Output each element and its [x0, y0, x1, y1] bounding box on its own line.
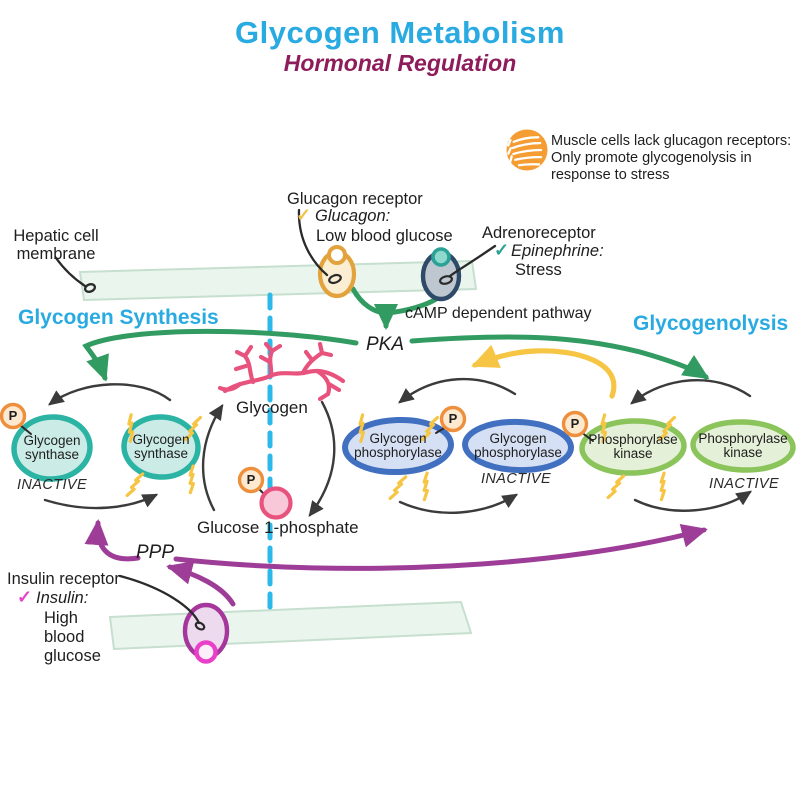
- camp-pathway-label: cAMP dependent pathway: [405, 305, 592, 322]
- adreno-label-line: [448, 244, 497, 278]
- phosphate-p-synthase: P: [8, 408, 18, 423]
- phosphate-p-kinase: P: [570, 416, 580, 431]
- glycogenolysis-heading: Glycogenolysis: [633, 312, 789, 335]
- ppp-label: PPP: [136, 542, 175, 563]
- phosphorylase-kinase-inactive-text: Phosphorylase kinase: [687, 432, 799, 460]
- insulin-hormone-label: Insulin:: [36, 589, 89, 607]
- muscle-note-line1: Muscle cells lack glucagon receptors:: [551, 133, 792, 149]
- kinase-line2: kinase: [613, 446, 653, 461]
- glycogen-structure: [217, 341, 346, 402]
- insulin-trigger-line2: blood: [44, 628, 85, 646]
- glucagon-label-line: [297, 208, 329, 277]
- insulin-checkmark-icon: ✓: [17, 587, 33, 607]
- glucagon-receptor-label: Glucagon receptor: [287, 190, 423, 208]
- synthase-inactive-label: INACTIVE: [17, 477, 88, 493]
- glycogen-synthase-inactive-text: Glycogen synthase: [12, 434, 92, 462]
- kinase-activation-arrow: [630, 379, 752, 405]
- synthase-activation-arrow: [43, 493, 159, 510]
- phosphate-p-g1p: P: [246, 472, 256, 487]
- phosphate-circle-g1p: [237, 466, 265, 494]
- kinase-inactivation-arrow: [633, 490, 752, 512]
- pka-to-kinase-arrow: [409, 334, 710, 380]
- hepatic-membrane-top: [78, 259, 478, 302]
- hepatic-label-line2: membrane: [16, 245, 96, 263]
- hepatic-label-line1: Hepatic cell: [13, 227, 99, 245]
- glucagon-hormone-label: Glucagon:: [315, 207, 391, 225]
- glycogen-label: Glycogen: [236, 398, 308, 417]
- hepatic-membrane-bottom: [108, 600, 473, 651]
- glycogen-synthesis-arrow: [201, 403, 224, 512]
- glucose-1-phosphate-circle: [259, 486, 293, 520]
- glycogen-phosphorylase-active-oval: [342, 416, 454, 476]
- insulin-trigger-line1: High: [44, 609, 78, 627]
- muscle-icon: [506, 129, 548, 171]
- insulin-trigger-label: High blood glucose: [44, 609, 101, 666]
- label-connectors: [54, 208, 497, 625]
- phosphorylase-kinase-inactive-oval: [690, 419, 796, 473]
- epinephrine-checkmark-icon: ✓: [494, 240, 510, 260]
- phosphorylase-inactive-label: INACTIVE: [481, 471, 552, 487]
- cycle-arrows: [43, 377, 752, 517]
- phosphorylase-kinase-active-oval: [579, 418, 687, 476]
- page-subtitle: Hormonal Regulation: [283, 50, 517, 76]
- adrenoreceptor-shape: [420, 247, 462, 302]
- glycogen-phosphorylase-active-text: Glycogen phosphorylase: [342, 432, 454, 460]
- glycogen-synthase-active-oval: [121, 414, 201, 480]
- kinase-to-phosphorylase-arrow: [471, 344, 617, 399]
- epinephrine-trigger-label: Stress: [515, 261, 562, 279]
- epinephrine-hormone-label: Epinephrine:: [511, 242, 604, 260]
- page-title: Glycogen Metabolism: [235, 15, 565, 50]
- pka-label: PKA: [366, 334, 405, 355]
- hepatic-membrane-label: Hepatic cell membrane: [8, 227, 104, 263]
- phosphate-circle-kinase: [561, 410, 589, 438]
- ppp-to-synthase-arrow: [84, 519, 141, 562]
- ppp-to-kinase-arrow: [173, 524, 708, 571]
- glycogen-synthesis-heading: Glycogen Synthesis: [18, 306, 219, 329]
- phosphorylase-inactivation-arrow: [398, 493, 519, 514]
- kinase-inactive-label: INACTIVE: [709, 476, 780, 492]
- phosphorylase-kinase-active-text: Phosphorylase kinase: [577, 433, 689, 461]
- synthase-inactivation-arrow: [48, 383, 172, 406]
- synthase-line2: synthase: [133, 446, 189, 461]
- glucose-1-phosphate-label: Glucose 1-phosphate: [197, 518, 359, 537]
- muscle-note-line2: Only promote glycogenolysis in: [551, 150, 752, 166]
- pka-to-synthase-arrow: [82, 328, 359, 382]
- phosphorylase-line2: phosphorylase: [474, 445, 562, 460]
- glycogenolysis-arrow: [308, 400, 336, 517]
- muscle-note-line3: response to stress: [551, 167, 670, 183]
- adrenoreceptor-label: Adrenoreceptor: [482, 224, 596, 242]
- kinase-line1: Phosphorylase: [588, 432, 678, 447]
- muscle-note: Muscle cells lack glucagon receptors: On…: [551, 133, 791, 184]
- synthase-line1: Glycogen: [23, 433, 81, 448]
- phosphorylase-line1: Glycogen: [489, 431, 547, 446]
- insulin-label-line: [118, 574, 201, 625]
- phosphorylase-line1: Glycogen: [369, 431, 427, 446]
- glycogen-synthase-active-text: Glycogen synthase: [121, 433, 201, 461]
- phosphate-circle-phosphorylase: [439, 405, 467, 433]
- synthase-line2: synthase: [24, 447, 80, 462]
- glucagon-trigger-label: Low blood glucose: [316, 227, 453, 245]
- synthase-line1: Glycogen: [132, 432, 190, 447]
- insulin-trigger-line3: glucose: [44, 647, 101, 665]
- kinase-line2: kinase: [723, 445, 763, 460]
- glycogen-phosphorylase-inactive-text: Glycogen phosphorylase: [462, 432, 574, 460]
- phosphorylase-line2: phosphorylase: [354, 445, 442, 460]
- ppp-arrows: [84, 519, 708, 607]
- glycogen-synthase-inactive-oval: [11, 414, 93, 482]
- phosphate-p-phosphorylase: P: [448, 411, 458, 426]
- glucagon-checkmark-icon: ✓: [296, 205, 312, 225]
- kinase-line1: Phosphorylase: [698, 431, 788, 446]
- glycogen-phosphorylase-inactive-oval: [462, 418, 574, 474]
- hepatic-label-line: [54, 256, 87, 288]
- phosphorylase-activation-arrow: [398, 377, 517, 404]
- phosphate-circle-synthase: [0, 402, 27, 430]
- insulin-to-ppp-arrow: [166, 561, 236, 607]
- insulin-receptor-label: Insulin receptor: [7, 570, 120, 588]
- glucagon-receptor-shape: [317, 245, 357, 299]
